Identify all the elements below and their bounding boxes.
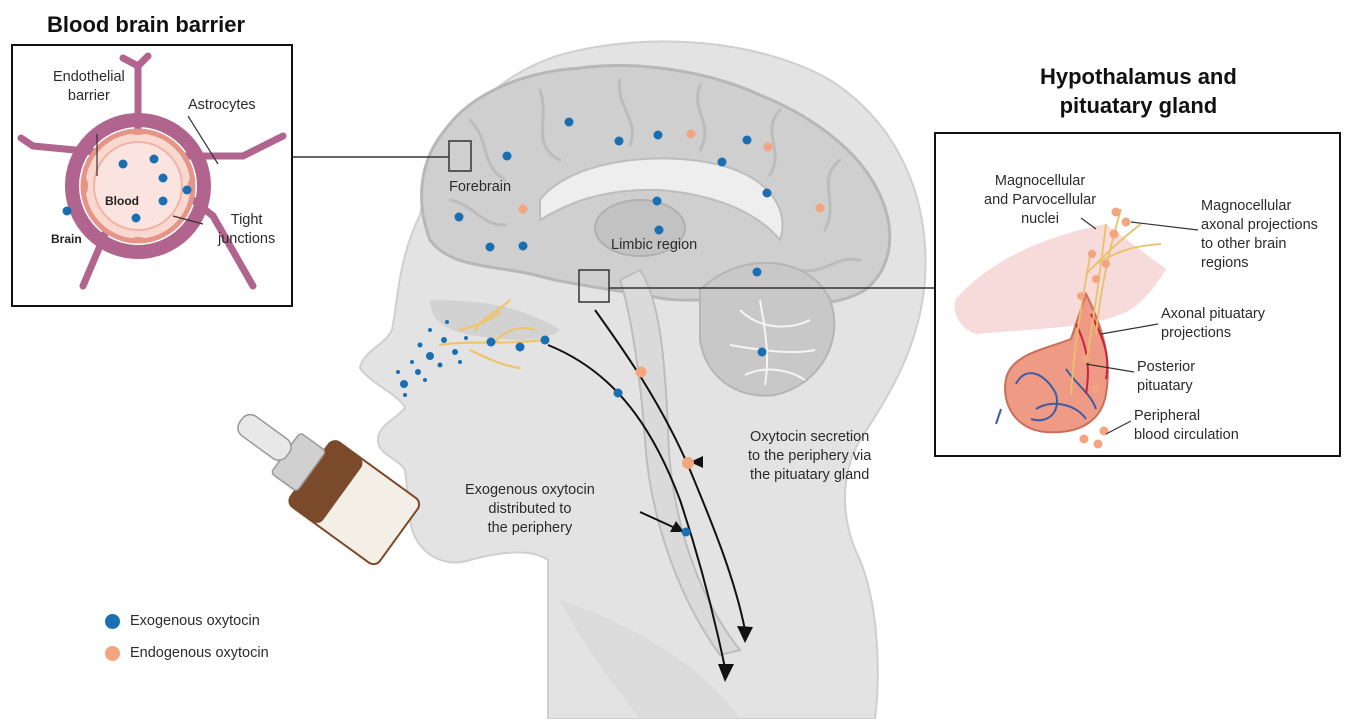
legend-item-exogenous: Exogenous oxytocin — [105, 610, 269, 632]
forebrain-label: Forebrain — [449, 178, 511, 197]
exogenous-dot-icon — [105, 614, 120, 629]
brain-label: Brain — [51, 232, 82, 246]
nasal-spray-icon — [217, 388, 422, 567]
bbb-title: Blood brain barrier — [47, 12, 245, 38]
limbic-region-label: Limbic region — [611, 236, 697, 255]
endogenous-dot-icon — [105, 646, 120, 661]
astrocytes-label: Astrocytes — [188, 96, 256, 115]
blood-label: Blood — [105, 194, 139, 208]
legend-item-endogenous: Endogenous oxytocin — [105, 642, 269, 664]
legend: Exogenous oxytocin Endogenous oxytocin — [105, 610, 269, 664]
